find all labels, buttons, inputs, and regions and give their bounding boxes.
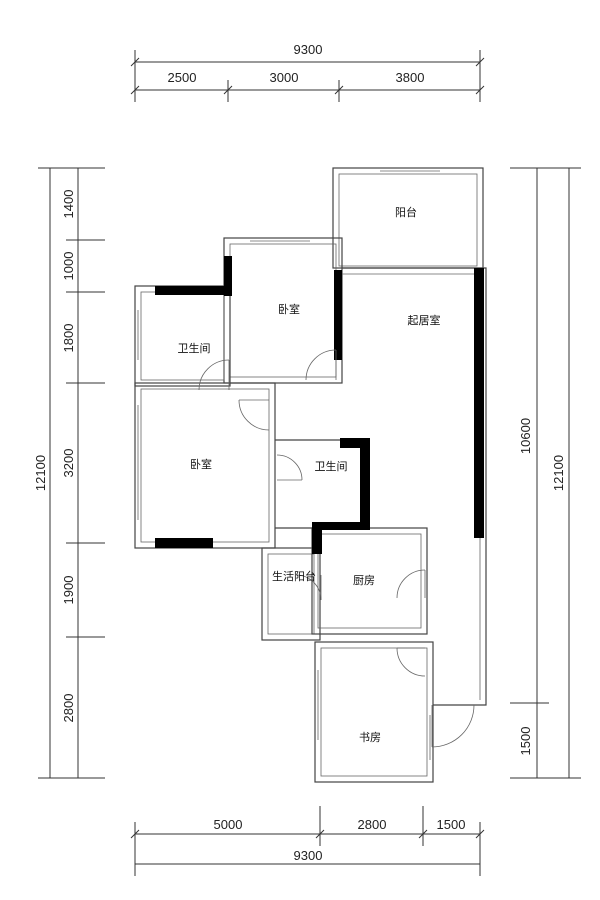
room-kitchen-label: 厨房 — [353, 574, 375, 587]
room-living-label: 起居室 — [408, 313, 441, 327]
right-segment-1-label: 10600 — [518, 418, 533, 454]
top-dimensions: 9300 2500 3000 3800 — [130, 42, 485, 102]
room-bedroom-left-label: 卧室 — [190, 457, 212, 471]
top-segment-2-label: 3000 — [270, 70, 299, 85]
top-segment-1-label: 2500 — [168, 70, 197, 85]
left-segment-3-label: 1800 — [61, 324, 76, 353]
room-study-label: 书房 — [359, 731, 381, 744]
room-service-balcony-label: 生活阳台 — [272, 569, 316, 583]
left-segment-6-label: 2800 — [61, 694, 76, 723]
bottom-segment-1-label: 5000 — [214, 817, 243, 832]
left-dimensions: 12100 1400 1000 1800 3200 1900 2800 — [33, 167, 105, 779]
bottom-dimensions: 5000 2800 1500 9300 — [130, 806, 485, 876]
room-balcony-label: 阳台 — [395, 205, 417, 219]
right-total-label: 12100 — [551, 455, 566, 491]
right-dimensions: 10600 1500 12100 — [510, 167, 581, 779]
room-bath-left-label: 卫生间 — [178, 341, 211, 355]
walls — [134, 167, 487, 783]
left-segment-5-label: 1900 — [61, 576, 76, 605]
top-segment-3-label: 3800 — [396, 70, 425, 85]
room-labels: 阳台 卧室 起居室 卫生间 卧室 卫生间 生活阳台 厨房 书房 — [178, 205, 441, 744]
right-segment-2-label: 1500 — [518, 727, 533, 756]
left-total-label: 12100 — [33, 455, 48, 491]
bottom-segment-2-label: 2800 — [358, 817, 387, 832]
bottom-total-label: 9300 — [294, 848, 323, 863]
doors — [198, 349, 475, 748]
structural-walls — [155, 256, 484, 554]
left-segment-4-label: 3200 — [61, 449, 76, 478]
bottom-segment-3-label: 1500 — [437, 817, 466, 832]
room-bath-mid-label: 卫生间 — [315, 459, 348, 473]
top-total-label: 9300 — [294, 42, 323, 57]
room-bedroom-top-label: 卧室 — [278, 302, 300, 316]
left-segment-1-label: 1400 — [61, 190, 76, 219]
left-segment-2-label: 1000 — [61, 252, 76, 281]
